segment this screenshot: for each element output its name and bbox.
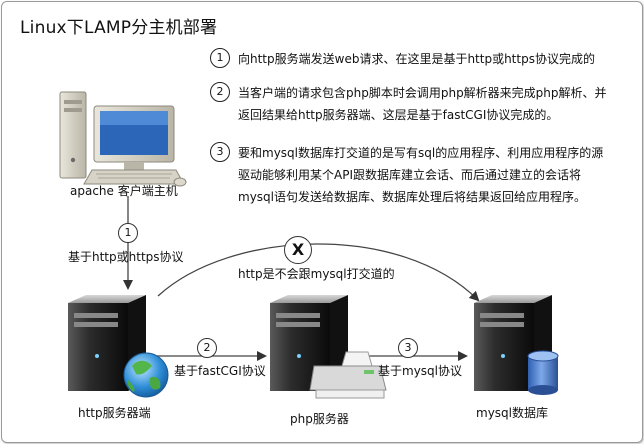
globe-icon: [123, 352, 169, 398]
http-server-tower-icon: [68, 295, 146, 391]
mysql-label: mysql数据库: [476, 406, 548, 420]
note-3-line-2: 驱动能够利用某个API跟数据库建立会话、而后通过建立的会话将: [238, 168, 581, 182]
edge-3-label: 基于mysql协议: [378, 364, 462, 378]
note-2-line-1: 当客户端的请求包含php脚本时会调用php解析器来完成php解析、并: [238, 86, 607, 100]
blocked-x-badge: X: [284, 236, 312, 264]
database-cylinder-icon: [527, 350, 559, 395]
note-3: 3 要和mysql数据库打交道的是写有sql的应用程序、利用应用程序的源 驱动能…: [210, 142, 630, 208]
edge-2-badge: 2: [197, 338, 217, 358]
edge-1-badge: 1: [118, 223, 138, 243]
note-2: 2 当客户端的请求包含php脚本时会调用php解析器来完成php解析、并 返回结…: [210, 82, 630, 126]
http-server-label: http服务器端: [78, 406, 151, 420]
note-3-number: 3: [210, 142, 230, 162]
mysql-server-tower-icon: [474, 295, 552, 391]
php-server-label: php服务器: [290, 412, 349, 426]
note-1-number: 1: [210, 48, 230, 68]
blocked-edge-label: http是不会跟mysql打交道的: [238, 267, 395, 281]
note-3-line-3: mysql语句发送给数据库、数据库处理后将结果返回给应用程序。: [238, 190, 586, 204]
note-2-line-2: 返回结果给http服务器端、这层是基于fastCGI协议完成的。: [238, 108, 559, 122]
note-3-line-1: 要和mysql数据库打交道的是写有sql的应用程序、利用应用程序的源: [238, 146, 604, 160]
edge-1-label: 基于http或https协议: [68, 250, 184, 264]
diagram-title: Linux下LAMP分主机部署: [20, 18, 218, 38]
client-computer-icon: [59, 91, 187, 187]
edge-http-to-mysql: [157, 243, 480, 302]
edge-3-badge: 3: [398, 338, 418, 358]
printer-icon: [309, 351, 387, 399]
note-2-number: 2: [210, 82, 230, 102]
client-label: apache 客户端主机: [70, 184, 178, 198]
note-1: 1 向http服务端发送web请求、在这里是基于http或https协议完成的: [210, 48, 630, 70]
note-1-line-1: 向http服务端发送web请求、在这里是基于http或https协议完成的: [238, 52, 595, 66]
edge-2-label: 基于fastCGI协议: [174, 364, 266, 378]
